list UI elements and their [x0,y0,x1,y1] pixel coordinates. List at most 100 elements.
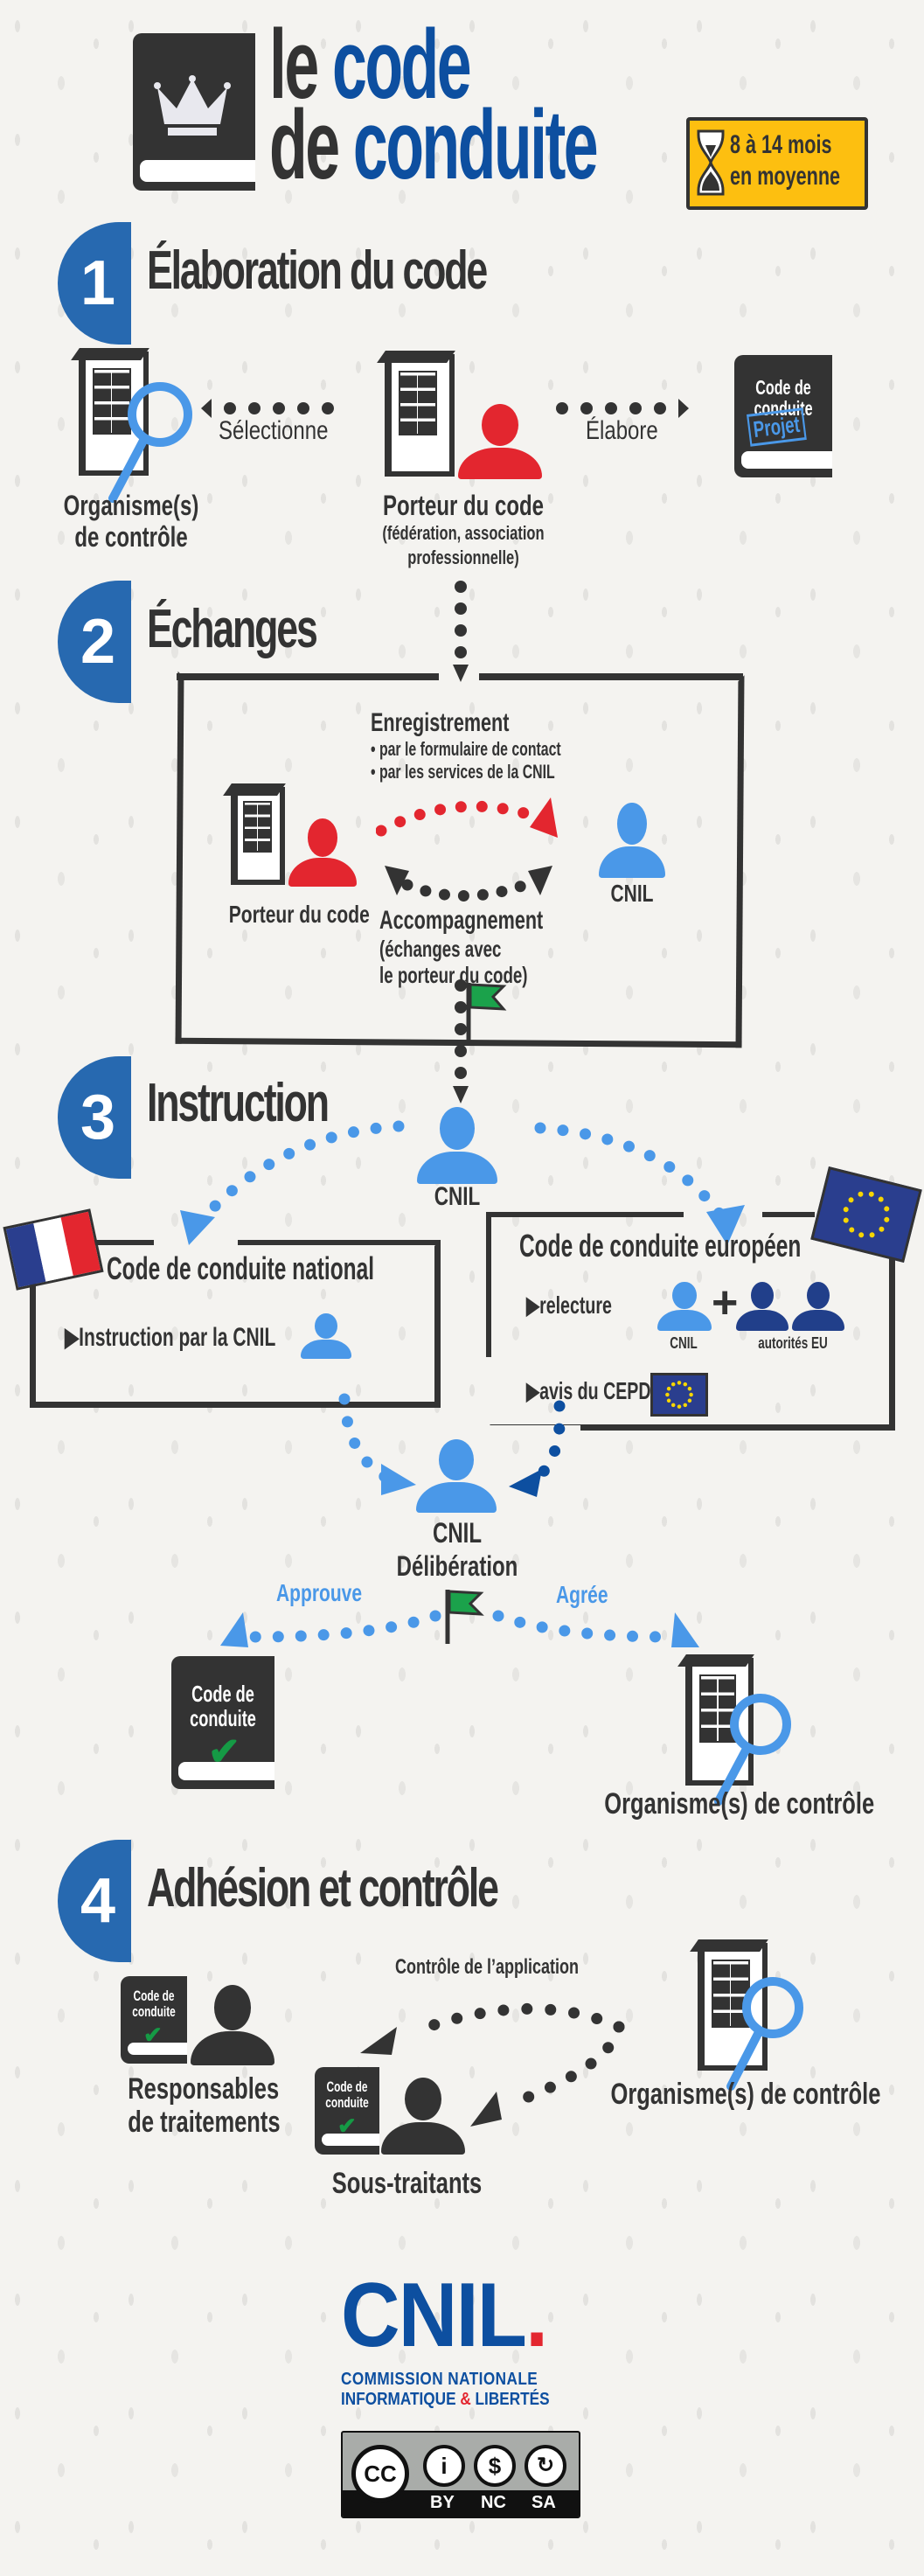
org-ampersand: & [460,2390,471,2409]
book-text-line2: conduite [132,2002,176,2020]
org-name-line1: COMMISSION NATIONALE [341,2370,538,2389]
porteur-title: Porteur du code [382,490,545,521]
draft-code-book-icon: Code de conduite Projet [734,355,832,477]
elabore-label: Élabore [586,416,658,445]
license-sa: SA [531,2493,556,2512]
title-word-conduite: conduite [352,90,599,199]
license-nc: NC [481,2493,506,2512]
building-icon [79,352,149,476]
book-text-line1: Code de [191,1681,254,1708]
person-icon-blue-cnil [599,803,665,878]
arrow-elabore [556,399,689,418]
label-line1: Organisme(s) [63,490,199,521]
cnil-label: CNIL [434,1182,481,1211]
controllers-label: Responsables de traitements [128,2072,281,2139]
check-icon: ✔ [143,2022,163,2048]
person-icon-red [458,404,542,479]
person-icon-blue-cnil [417,1107,497,1184]
green-flag-icon [463,979,516,1054]
building-icon [231,787,285,885]
navy-dotted-arrow-converge-right [497,1399,584,1517]
section-1-number: 1 [58,222,131,345]
accredit-label: Agrée [556,1581,608,1608]
porteur-sub1: (fédération, association [382,522,545,544]
person-icon-navy [792,1282,844,1331]
blue-dotted-arrow-right [525,1119,752,1255]
title-word-le: le [269,10,319,119]
blue-dotted-arrow-approve [217,1607,444,1664]
person-icon-red [288,818,357,887]
black-dotted-arrow [381,857,556,914]
person-icon-blue [301,1313,351,1359]
eu-flag-small-icon [650,1373,708,1417]
processors-label: Sous-traitants [331,2167,483,2200]
eu-authorities-label: autorités EU [758,1334,828,1352]
nc-noncommercial-icon: $ [474,2445,516,2487]
book-text-line1: Code de [755,376,811,400]
deliberation-label: CNIL Délibération [390,1516,525,1583]
book-text-line1: Code de [326,2078,368,2095]
license-by: BY [430,2493,455,2512]
registration-block: Enregistrement • par le formulaire de co… [371,708,561,783]
page-title: le code de conduite [269,16,599,194]
triangle-bullet-icon: ▶ [526,1377,540,1404]
vertical-connector [455,581,467,658]
registration-item: • par les services de la CNIL [371,761,555,783]
porteur-du-code-label: Porteur du code (fédération, association… [358,490,568,570]
national-instruction-item: ▶Instruction par la CNIL [65,1322,275,1353]
section-4-title: Adhésion et contrôle [147,1858,499,1918]
deliberation-line2: Délibération [396,1550,518,1582]
logo-dot: . [525,2265,548,2366]
cepd-item: ▶avis du CEPD [526,1376,651,1405]
code-book-icon: Code de conduite ✔ [121,1976,187,2064]
cc-license-badge: CC i $ ↻ BY NC SA [341,2431,580,2518]
person-icon-blue-cnil [657,1282,712,1331]
section-2-title: Échanges [147,599,318,659]
selectionne-label: Sélectionne [219,416,329,445]
badge-line2: en moyenne [730,162,841,191]
book-text-line2: conduite [325,2093,369,2111]
person-icon-dark [381,2078,465,2155]
relecture-item: ▶relecture [526,1291,612,1319]
blue-dotted-arrow-accredit [490,1607,717,1664]
arrow-selectionne [201,399,334,418]
plus-sign: + [712,1278,739,1328]
magnifier-icon [101,367,197,512]
magnifier-icon [703,1679,799,1814]
book-text-line2: conduite [754,397,813,421]
triangle-bullet-icon: ▶ [65,1323,80,1352]
support-title: Accompagnement [379,906,544,935]
section-2-number: 2 [58,581,131,703]
cc-icon: CC [351,2445,409,2503]
arrow-down-icon [453,1086,469,1104]
header-book-icon [133,33,255,191]
person-icon-blue-cnil [416,1439,497,1513]
building-icon [385,354,455,477]
controllers-line1: Responsables [128,2072,280,2106]
national-code-frame [30,1240,441,1408]
european-code-frame [484,1212,895,1431]
blue-dotted-arrow-left [175,1116,411,1251]
person-icon-navy [736,1282,789,1331]
cnil-label: CNIL [610,880,654,907]
red-dotted-arrow [375,787,568,853]
code-book-icon: Code de conduite ✔ [315,2067,379,2155]
vertical-connector [455,979,467,1079]
cnil-logo: CNIL. COMMISSION NATIONALE INFORMATIQUE … [341,2270,586,2410]
book-text-line1: Code de [133,1988,175,2004]
triangle-bullet-icon: ▶ [526,1291,540,1319]
title-word-code: code [332,10,472,119]
by-attribution-icon: i [423,2445,465,2487]
section-4-number: 4 [58,1840,131,1962]
approve-label: Approuve [276,1579,363,1606]
sa-sharealike-icon: ↻ [525,2445,566,2487]
section-3-number: 3 [58,1056,131,1179]
registration-item: • par le formulaire de contact [371,738,561,760]
cnil-small-label: CNIL [670,1334,698,1352]
controllers-line2: de traitements [128,2106,281,2139]
building-icon [698,1943,768,2071]
organismes-controle-label: Organisme(s) de contrôle [59,490,204,553]
blue-dotted-arrow-converge-left [332,1390,428,1508]
approved-code-book-icon: Code de conduite ✔ [171,1656,274,1789]
book-text-line2: conduite [190,1704,256,1731]
